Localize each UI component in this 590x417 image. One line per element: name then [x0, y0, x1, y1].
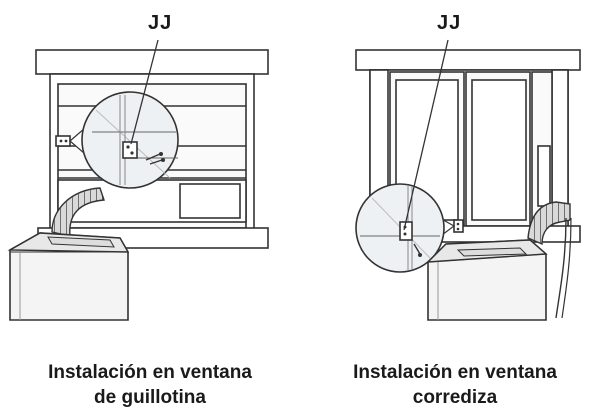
magnifier-circle — [81, 91, 179, 189]
exhaust-hose — [527, 201, 571, 246]
caption-sliding-window: Instalación en ventana corrediza — [325, 360, 585, 410]
bracket-icon — [55, 135, 71, 147]
caption-sash-window: Instalación en ventana de guillotina — [20, 360, 280, 410]
power-cord — [555, 217, 567, 319]
screw-icon — [413, 243, 421, 255]
callout-leader-line — [403, 39, 449, 231]
caption-line-1: Instalación en ventana — [353, 362, 557, 383]
bracket-closeup-icon — [399, 221, 413, 241]
caption-line-1: Instalación en ventana — [48, 362, 252, 383]
caption-line-2: de guillotina — [94, 387, 206, 408]
window-header — [355, 49, 581, 71]
exhaust-hose — [51, 187, 105, 237]
screw-icon — [145, 153, 161, 161]
callout-label-left: JJ — [148, 12, 173, 34]
bracket-closeup-icon — [122, 141, 138, 159]
caption-line-2: corrediza — [412, 387, 498, 408]
sash-window-illustration — [7, 39, 269, 321]
callout-leader-line — [130, 39, 159, 145]
callout-label-right: JJ — [437, 12, 462, 34]
sliding-window-illustration — [355, 39, 581, 321]
